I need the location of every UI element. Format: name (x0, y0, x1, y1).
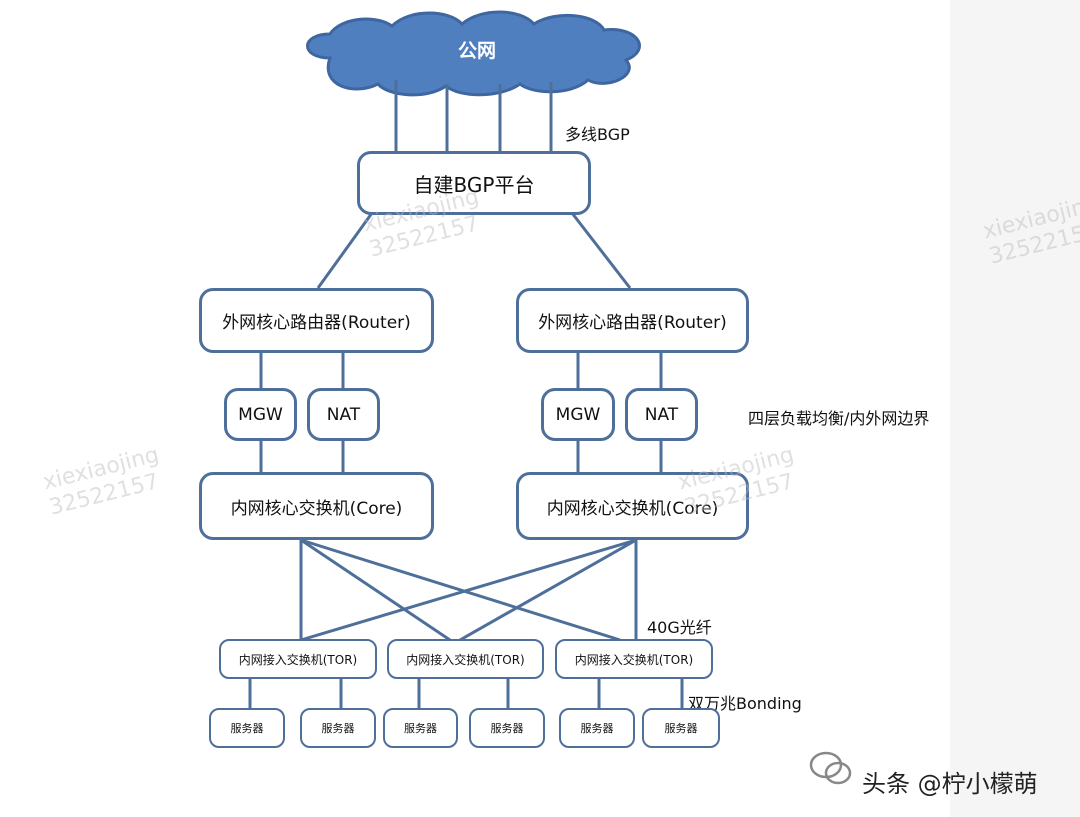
router-node-left: 外网核心路由器(Router) (199, 288, 434, 353)
server-label: 服务器 (580, 722, 614, 735)
core-switch-node-right: 内网核心交换机(Core) (516, 472, 749, 540)
server-node-6: 服务器 (642, 708, 720, 748)
tor-switch-node-1: 内网接入交换机(TOR) (219, 639, 377, 679)
server-node-3: 服务器 (383, 708, 458, 748)
server-label: 服务器 (664, 722, 698, 735)
core-switch-node-left: 内网核心交换机(Core) (199, 472, 434, 540)
server-label: 服务器 (230, 722, 264, 735)
right-background-panel (950, 0, 1080, 817)
server-label: 服务器 (404, 722, 437, 735)
annotation-l4-load-balancing: 四层负载均衡/内外网边界 (748, 409, 930, 428)
mgw-node-left: MGW (224, 388, 297, 441)
mgw-label: MGW (238, 404, 283, 425)
mgw-label: MGW (555, 404, 601, 425)
link-core1-tor3 (300, 538, 621, 642)
bgp-platform-node: 自建BGP平台 (357, 151, 591, 215)
tor-switch-label: 内网接入交换机(TOR) (238, 652, 358, 667)
core-switch-label: 内网核心交换机(Core) (230, 498, 403, 519)
watermark-credit: 头条 @柠小檬萌 (862, 770, 1038, 798)
server-node-2: 服务器 (300, 708, 376, 748)
server-node-5: 服务器 (559, 708, 635, 748)
core-switch-label: 内网核心交换机(Core) (546, 498, 719, 519)
nat-node-left: NAT (307, 388, 380, 441)
annotation-dual-10g-bonding: 双万兆Bonding (688, 694, 802, 713)
server-label: 服务器 (321, 722, 355, 735)
tor-switch-label: 内网接入交换机(TOR) (574, 652, 694, 667)
link-core2-tor2 (459, 538, 637, 642)
annotation-40g-fiber: 40G光纤 (647, 618, 712, 637)
link-bgp-router-left (316, 212, 374, 289)
annotation-multi-bgp: 多线BGP (565, 125, 630, 144)
server-node-4: 服务器 (469, 708, 545, 748)
tor-switch-node-2: 内网接入交换机(TOR) (387, 639, 544, 679)
tor-switch-node-3: 内网接入交换机(TOR) (555, 639, 713, 679)
server-node-1: 服务器 (209, 708, 285, 748)
router-node-right: 外网核心路由器(Router) (516, 288, 749, 353)
link-bgp-router-right (570, 212, 632, 289)
links (248, 80, 684, 710)
public-cloud (306, 10, 641, 97)
cloud-label: 公网 (457, 40, 496, 62)
nat-label: NAT (644, 404, 679, 425)
tor-switch-label: 内网接入交换机(TOR) (406, 652, 525, 667)
link-core1-tor2 (300, 538, 451, 642)
router-label: 外网核心路由器(Router) (222, 313, 411, 333)
wechat-logo-icon (809, 751, 852, 785)
cloud-shape (306, 10, 641, 97)
nat-label: NAT (326, 404, 361, 425)
link-core2-tor1 (300, 538, 637, 642)
router-label: 外网核心路由器(Router) (538, 313, 727, 333)
nat-node-right: NAT (625, 388, 698, 441)
server-label: 服务器 (490, 722, 524, 735)
bgp-platform-label: 自建BGP平台 (413, 172, 535, 197)
mgw-node-right: MGW (541, 388, 615, 441)
